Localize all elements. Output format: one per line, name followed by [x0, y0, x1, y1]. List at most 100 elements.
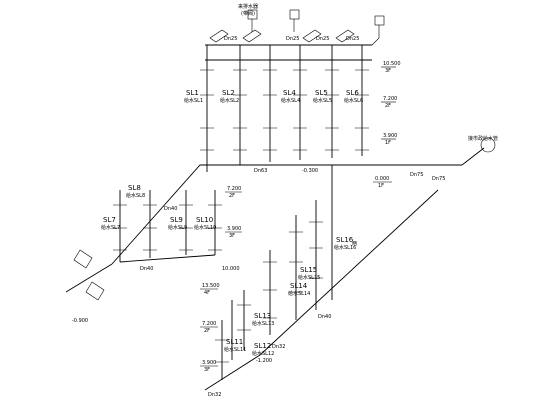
sl14-ticks: [263, 261, 277, 319]
elev-main-1: 0.000: [375, 176, 389, 182]
top-valve-3: [302, 29, 322, 43]
sl5-branch-ticks: [325, 69, 339, 151]
pipe-size-low-a: Dn40: [318, 314, 331, 320]
riser-label-left-1: SL8: [128, 184, 141, 192]
pipe-size-main-h: Dn63: [254, 168, 267, 174]
riser-label-bottom-5: SL12: [254, 342, 271, 350]
elev-top-3: 3.900: [383, 133, 397, 139]
main-horizontal-pipe: [111, 164, 462, 265]
left-fixture-1: [73, 249, 93, 269]
sl9-ticks: [179, 204, 193, 251]
elev-left-3: 10.000: [222, 266, 240, 272]
fixture-box-3: [374, 15, 385, 26]
elev-left-1: 7.200: [227, 186, 241, 192]
main-inlet-pipe: [461, 147, 485, 166]
riser-label-bottom-4: SL13: [254, 312, 271, 320]
top-note-line1: 来排水器: [238, 3, 258, 10]
floor-top-3: 1F: [385, 140, 391, 146]
pipe-size-branch-b: Dn40: [140, 266, 153, 272]
elev-left-4: -0.900: [72, 318, 88, 324]
riser-label-bottom-6: SL11: [226, 338, 243, 346]
pipe-size-low-c: Dn32: [208, 392, 221, 398]
riser-label-bottom-3: SL14: [290, 282, 308, 290]
floor-top-2: 2F: [385, 103, 391, 109]
riser-sub-top-5: 给水SL6: [344, 97, 363, 104]
riser-sub-top-2: 给水SL2: [220, 97, 239, 104]
pipe-size-low-b: Dn32: [272, 344, 285, 350]
sl15-ticks: [289, 231, 303, 293]
elev-main-2: -0.300: [302, 168, 318, 174]
sl3-branch-ticks: [263, 69, 277, 151]
top-note-line2: (带阀): [241, 10, 255, 17]
riser-label-top-4: SL5: [315, 89, 328, 97]
sl10-ticks: [208, 204, 222, 251]
floor-bottom-3: 3F: [204, 367, 210, 373]
top-valve-4: [335, 29, 355, 43]
riser-sub-top-3: 给水SL4: [281, 97, 300, 104]
main-diagonal-pipe: [259, 189, 439, 356]
riser-sub-bottom-6: 给水SL11: [224, 346, 246, 353]
sl16-ticks: [309, 221, 323, 279]
left-fixture-2: [85, 281, 105, 301]
fixture-box-1: [247, 9, 258, 20]
wall-mark: 两: [352, 241, 357, 247]
left-collector-pipe: [119, 254, 216, 263]
riser-sub-bottom-4: 给水SL13: [252, 320, 274, 327]
floor-left-2: 3F: [229, 233, 235, 239]
pipe-size-main-r: Dn75: [410, 172, 423, 178]
sl8-ticks: [113, 204, 127, 251]
pipe-size-main-diag: Dn75: [432, 176, 445, 182]
pipe-size-top-b: Dn25: [286, 36, 299, 42]
elev-bottom-1: 13.500: [202, 283, 220, 289]
riser-sub-top-1: 给水SL1: [184, 97, 203, 104]
riser-label-top-3: SL4: [283, 89, 296, 97]
main-pipes: 接市政给水管 Dn75 Dn75 Dn63 0.000 1F -0.300: [111, 135, 498, 356]
riser-sub-bottom-5: 给水SL12: [252, 350, 274, 357]
riser-label-top-1: SL1: [186, 89, 199, 97]
fixture-box-2: [289, 9, 300, 20]
riser-sub-left-2: 给水SL7: [101, 224, 120, 231]
sl1-branch-ticks: [200, 69, 214, 151]
floor-top-1: 3F: [385, 68, 391, 74]
riser-sub-bottom-3: 给水SL14: [288, 290, 310, 297]
bottom-outlet-pipe: [204, 354, 261, 391]
left-inlet-pipe: [65, 263, 113, 293]
riser-label-top-5: SL6: [346, 89, 359, 97]
elev-bottom-2: 7.200: [202, 321, 216, 327]
elev-left-2: 3.900: [227, 226, 241, 232]
pipe-size-top-c: Dn25: [316, 36, 329, 42]
riser-label-bottom-1: SL16: [336, 236, 354, 244]
riser-label-left-3: SL9: [170, 216, 183, 224]
riser-label-bottom-2: SL15: [300, 266, 317, 274]
fixture-connectors: [251, 19, 380, 46]
left-riser-group: SL8 给水SL8 SL7 给水SL7 SL9 给水SL9 SL10 给水SL1…: [65, 184, 242, 324]
floor-bottom-2: 2F: [204, 328, 210, 334]
right-note: 接市政给水管: [468, 135, 498, 142]
riser-label-left-2: SL7: [103, 216, 116, 224]
floor-bottom-1: 4F: [204, 290, 210, 296]
bottom-riser-group: SL16 给水SL16 两 SL15 给水SL15 SL14 给水SL14 SL…: [200, 200, 357, 398]
riser-label-top-2: SL2: [222, 89, 235, 97]
elev-bottom-4: -1.200: [256, 358, 272, 364]
elev-top-2: 7.200: [383, 96, 397, 102]
riser-sub-left-4: 给水SL10: [194, 224, 216, 231]
riser-sub-left-1: 给水SL8: [126, 192, 145, 199]
pipe-size-branch-a: Dn40: [164, 206, 177, 212]
top-riser-group: 来排水器 (带阀) Dn25 Dn25 Dn25 Dn25 10.500 3F …: [184, 3, 401, 172]
floor-main-1: 1F: [378, 183, 384, 189]
riser-label-left-4: SL10: [196, 216, 213, 224]
floor-left-1: 2F: [229, 193, 235, 199]
elev-bottom-3: 3.900: [202, 360, 216, 366]
sl6-branch-ticks: [355, 69, 369, 151]
riser-sub-bottom-2: 给水SL15: [298, 274, 320, 281]
elev-top-1: 10.500: [383, 61, 401, 67]
riser-sub-top-4: 给水SL5: [313, 97, 332, 104]
sl4-branch-ticks: [293, 69, 307, 151]
riser-sub-bottom-1: 给水SL16: [334, 244, 356, 251]
pipe-size-top-a: Dn25: [224, 36, 237, 42]
top-valve-1: [209, 29, 229, 43]
riser-sub-left-3: 给水SL9: [168, 224, 187, 231]
pipe-size-top-d: Dn25: [346, 36, 359, 42]
sl7-ticks: [143, 204, 157, 251]
